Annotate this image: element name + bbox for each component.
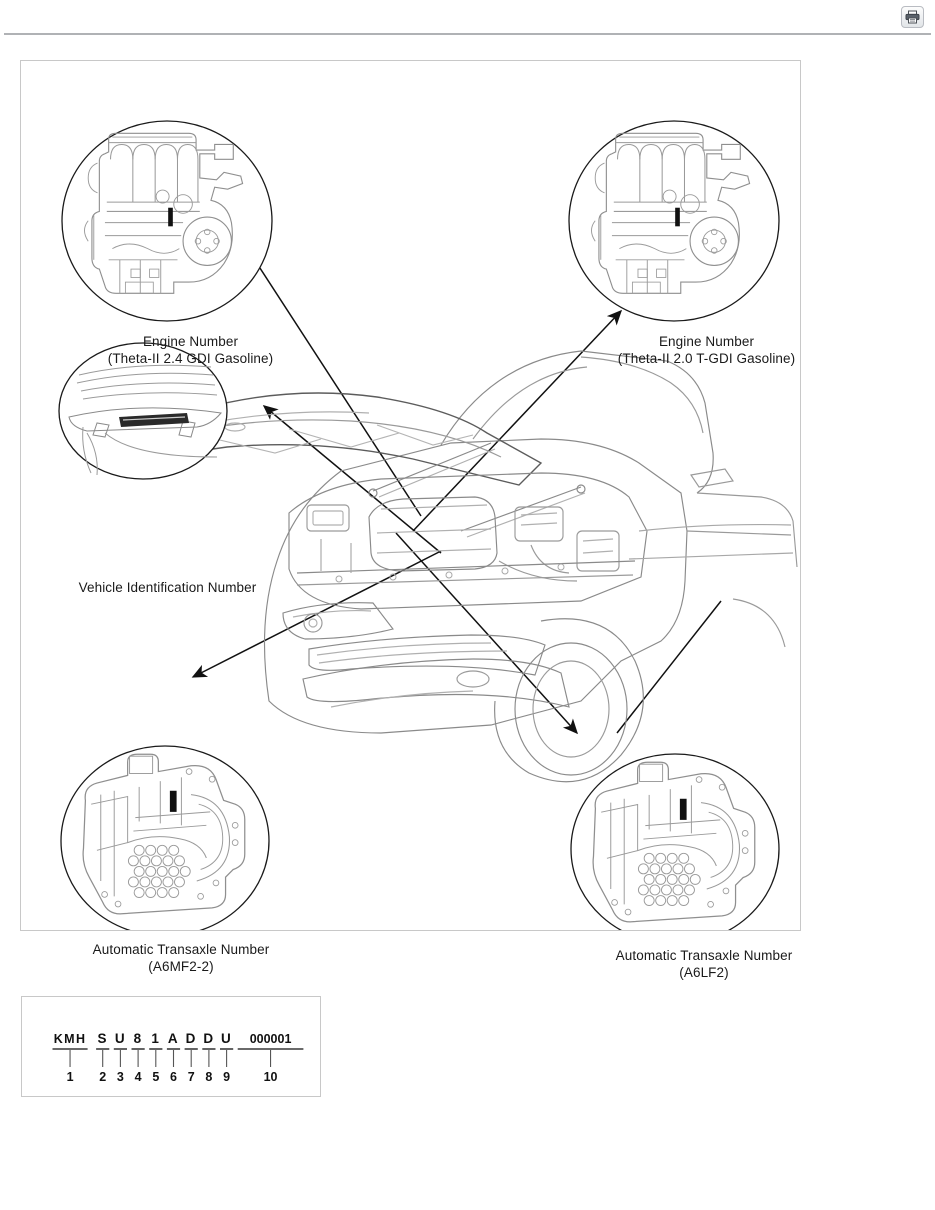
vin-group-characters: KMH	[54, 1032, 87, 1046]
identification-number-figure: Engine Number (Theta-II 2.4 GDI Gasoline…	[20, 60, 801, 980]
vin-group-characters: 1	[151, 1031, 160, 1046]
vin-group-characters: U	[115, 1031, 126, 1046]
vin-group-index: 3	[117, 1070, 124, 1084]
caption-subtitle: (A6MF2-2)	[148, 959, 214, 974]
vin-group-index: 6	[170, 1070, 177, 1084]
caption-title: Automatic Transaxle Number	[92, 942, 270, 957]
caption-transaxle-left: Automatic Transaxle Number (A6MF2-2)	[43, 941, 319, 975]
caption-engine-right: Engine Number (Theta-II 2.0 T-GDI Gasoli…	[569, 333, 844, 367]
caption-subtitle: (A6LF2)	[679, 965, 729, 980]
print-button[interactable]	[901, 6, 924, 28]
caption-title: Automatic Transaxle Number	[615, 948, 793, 963]
caption-subtitle: (Theta-II 2.4 GDI Gasoline)	[107, 351, 274, 366]
vin-group-index: 1	[67, 1070, 74, 1084]
callout-transaxle-right	[570, 753, 780, 930]
callout-engine-left	[61, 120, 273, 322]
caption-vin-plate: Vehicle Identification Number	[45, 579, 290, 596]
caption-engine-left: Engine Number (Theta-II 2.4 GDI Gasoline…	[63, 333, 318, 367]
vin-group-characters: 8	[134, 1031, 143, 1046]
caption-title: Engine Number	[658, 334, 755, 349]
callout-transaxle-left	[60, 745, 270, 930]
vin-group-characters: S	[97, 1031, 107, 1046]
vin-group-characters: A	[168, 1031, 179, 1046]
vin-group-characters: D	[186, 1031, 197, 1046]
vin-group-characters: D	[203, 1031, 214, 1046]
toolbar	[0, 0, 935, 34]
header-divider	[4, 33, 931, 35]
figure-illustration	[58, 120, 798, 930]
vin-group-index: 5	[152, 1070, 159, 1084]
vin-group-characters: U	[221, 1031, 232, 1046]
callout-engine-right	[568, 120, 780, 322]
caption-title: Engine Number	[142, 334, 239, 349]
printer-icon	[905, 10, 920, 24]
vin-group-index: 4	[135, 1070, 142, 1084]
vin-group-characters: 000001	[250, 1032, 292, 1046]
vehicle-illustration	[123, 350, 798, 783]
vin-group-index: 7	[188, 1070, 195, 1084]
vin-group-index: 8	[205, 1070, 212, 1084]
callout-vin-plate	[58, 342, 228, 480]
vin-group-index: 2	[99, 1070, 106, 1084]
caption-title: Vehicle Identification Number	[78, 580, 257, 595]
caption-transaxle-right: Automatic Transaxle Number (A6LF2)	[561, 947, 847, 981]
vin-group-index: 10	[264, 1070, 278, 1084]
caption-subtitle: (Theta-II 2.0 T-GDI Gasoline)	[617, 351, 796, 366]
callout-arrows	[191, 240, 722, 735]
vin-group-index: 9	[223, 1070, 230, 1084]
